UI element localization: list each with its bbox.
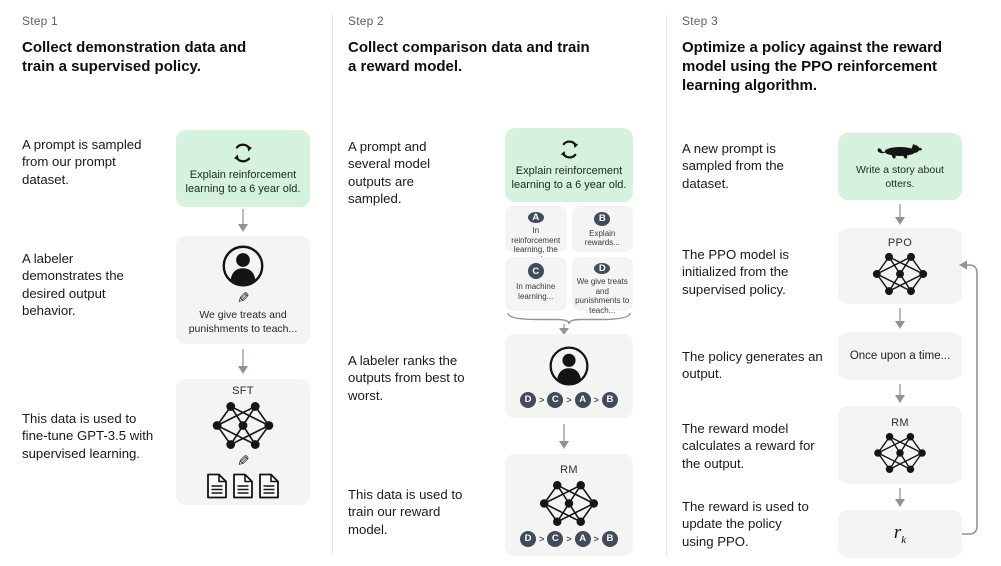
output-badge: A — [527, 212, 544, 223]
arrow-down-icon — [895, 488, 905, 507]
step1-caption-labeler: A labeler demonstrates the desired outpu… — [22, 251, 124, 319]
step3-caption-new-prompt: A new prompt is sampled from the dataset… — [682, 141, 784, 191]
output-badge: C — [527, 263, 544, 279]
rank-separator: > — [593, 394, 599, 405]
ranking-row: D > C > A > B — [520, 530, 618, 547]
rank-separator: > — [566, 533, 572, 544]
output-badge: D — [594, 263, 611, 274]
step3-caption-generates: The policy generates an output. — [682, 349, 823, 382]
arrow-down-icon — [559, 424, 569, 449]
ranking-row: D > C > A > B — [520, 391, 618, 408]
step1-caption-finetune: This data is used to fine-tune GPT-3.5 w… — [22, 411, 154, 461]
refresh-cycle-icon — [234, 143, 252, 163]
arrow-down-icon — [238, 349, 248, 374]
arrow-down-icon — [559, 324, 569, 335]
person-icon — [222, 245, 264, 287]
step2-caption-sampled: A prompt and several model outputs are s… — [348, 139, 431, 207]
step3-output-card: Once upon a time... — [838, 332, 962, 380]
step3-prompt-card: Write a story about otters. — [838, 133, 962, 200]
step2-labeler-card: D > C > A > B — [505, 334, 633, 418]
prompt-text: Explain reinforcement learning to a 6 ye… — [511, 164, 627, 191]
pencil-icon: ✎ — [236, 452, 250, 470]
step3-caption-calculates: The reward model calculates a reward for… — [682, 421, 815, 471]
step1-labeler-card: ✎ We give treats and punishments to teac… — [176, 236, 310, 344]
policy-output-text: Once upon a time... — [849, 349, 951, 362]
person-icon — [549, 345, 589, 386]
rank-badge: C — [547, 530, 564, 547]
reward-value: rk — [894, 522, 906, 546]
sft-title: SFT — [232, 385, 254, 397]
rank-separator: > — [593, 533, 599, 544]
step3-ppo-card: PPO — [838, 228, 962, 304]
prompt-text: Explain reinforcement learning to a 6 ye… — [185, 168, 301, 195]
otter-icon — [877, 144, 923, 159]
document-icon — [233, 473, 253, 499]
step1-heading: Collect demonstration data and train a s… — [22, 39, 247, 76]
step1-caption-prompt: A prompt is sampled from our prompt data… — [22, 137, 142, 187]
ppo-title: PPO — [887, 236, 913, 249]
reward-symbol: r — [893, 522, 902, 544]
output-card-a: A In reinforcement learning, the agent i… — [505, 206, 567, 264]
feedback-loop-arrow — [959, 260, 978, 535]
rm-title: RM — [891, 416, 909, 429]
pencil-icon: ✎ — [236, 288, 250, 307]
output-text: In machine learning... — [516, 282, 556, 301]
step1-label: Step 1 — [22, 14, 58, 28]
step2-prompt-card: Explain reinforcement learning to a 6 ye… — [505, 128, 633, 202]
column-divider — [332, 14, 333, 556]
output-text: Explain rewards... — [584, 228, 620, 248]
rank-separator: > — [539, 533, 545, 544]
curly-brace — [507, 312, 631, 325]
output-text: We give treats and punishments to teach.… — [575, 277, 630, 315]
rm-title: RM — [560, 463, 578, 476]
step2-rm-card: RM D > C > A > B — [505, 454, 633, 556]
model-outputs-grid: A In reinforcement learning, the agent i… — [505, 206, 633, 315]
rank-separator: > — [566, 394, 572, 405]
step1-prompt-card: Explain reinforcement learning to a 6 ye… — [176, 130, 310, 207]
step3-caption-update: The reward is used to update the policy … — [682, 499, 809, 549]
step3-rm-card: RM — [838, 406, 962, 484]
step2-caption-train: This data is used to train our reward mo… — [348, 487, 463, 537]
neural-network-icon — [539, 480, 599, 526]
step3-reward-card: rk — [838, 510, 962, 558]
document-icon — [207, 473, 227, 499]
neural-network-icon — [874, 432, 926, 473]
neural-network-icon — [872, 252, 928, 295]
rank-badge: A — [574, 391, 591, 408]
reward-subscript: k — [901, 533, 907, 546]
rank-badge: A — [574, 530, 591, 547]
neural-network-icon — [212, 402, 274, 449]
output-card-d: D We give treats and punishments to teac… — [571, 257, 633, 315]
arrow-down-icon — [895, 308, 905, 329]
rank-badge: B — [601, 530, 618, 547]
arrow-down-icon — [895, 384, 905, 403]
arrow-down-icon — [238, 209, 248, 232]
step2-caption-ranks: A labeler ranks the outputs from best to… — [348, 353, 465, 403]
rank-badge: D — [520, 530, 537, 547]
rank-badge: C — [547, 391, 564, 408]
arrow-down-icon — [895, 204, 905, 225]
documents-row — [206, 473, 280, 499]
step3-heading: Optimize a policy against the reward mod… — [682, 39, 943, 95]
output-badge: B — [594, 212, 611, 226]
demonstration-text: We give treats and punishments to teach.… — [188, 308, 298, 335]
refresh-cycle-icon — [560, 140, 578, 159]
rank-badge: D — [520, 391, 537, 408]
rank-badge: B — [601, 391, 618, 408]
prompt-text: Write a story about otters. — [856, 163, 944, 190]
step3-label: Step 3 — [682, 14, 718, 28]
step2-heading: Collect comparison data and train a rewa… — [348, 39, 590, 76]
output-card-c: C In machine learning... — [505, 257, 567, 311]
step3-caption-init: The PPO model is initialized from the su… — [682, 247, 790, 297]
step2-label: Step 2 — [348, 14, 384, 28]
column-divider — [666, 14, 667, 556]
step1-sft-card: SFT ✎ — [176, 379, 310, 505]
output-card-b: B Explain rewards... — [571, 206, 633, 252]
document-icon — [259, 473, 279, 499]
rank-separator: > — [539, 394, 545, 405]
